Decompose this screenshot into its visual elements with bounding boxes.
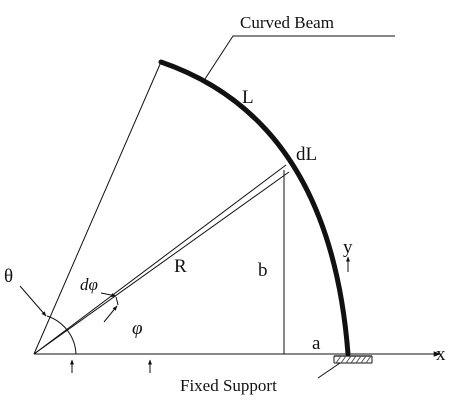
height-label: b xyxy=(258,260,268,281)
theta-pointer xyxy=(19,285,47,317)
curved-beam xyxy=(158,59,351,357)
theta-arc xyxy=(46,315,77,355)
y-axis-label: y xyxy=(343,237,353,258)
radius-line-element-upper xyxy=(33,164,287,355)
fixed-support-label: Fixed Support xyxy=(180,376,277,395)
offset-label: a xyxy=(312,333,321,354)
dphi-arrow-upper xyxy=(100,292,117,298)
radius-label: R xyxy=(174,256,187,277)
curved-beam-label: Curved Beam xyxy=(240,13,334,32)
phi-label: φ xyxy=(132,318,143,339)
fixed-support-leader xyxy=(317,362,341,379)
dphi-arrow-lower xyxy=(103,305,118,323)
radius-line-element-lower xyxy=(33,171,290,355)
beam-length-label: L xyxy=(242,87,254,108)
curved-beam-leader xyxy=(202,35,395,83)
radius-line-tip xyxy=(33,61,162,355)
element-length-label: dL xyxy=(296,144,317,165)
dphi-label: dφ xyxy=(80,275,98,294)
fixed-support-hatch xyxy=(333,355,373,364)
dphi-arc xyxy=(115,296,119,306)
x-axis-label: x xyxy=(436,344,446,365)
theta-label: θ xyxy=(4,266,13,287)
